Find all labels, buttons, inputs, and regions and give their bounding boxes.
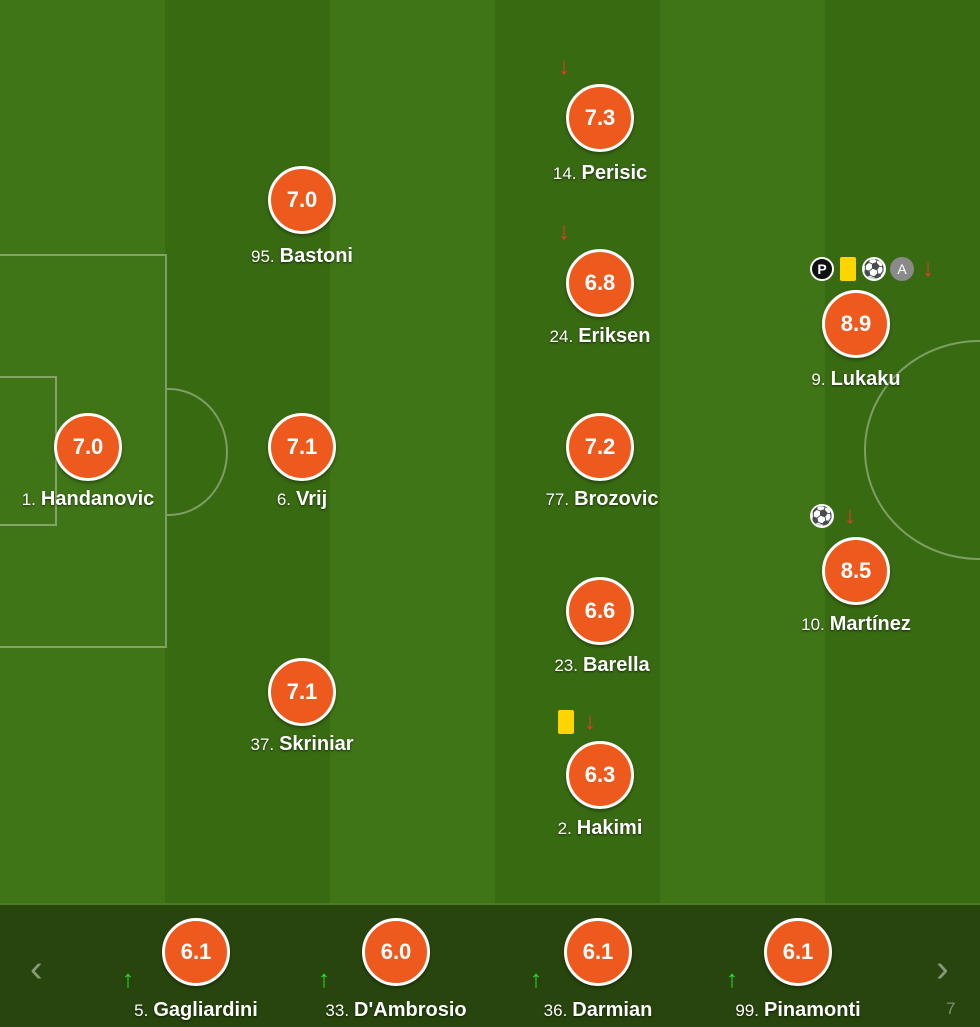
player-name-text: Pinamonti [763, 999, 861, 1021]
player-number: 77. [545, 490, 570, 509]
arrow-down-icon: ↓ [558, 53, 570, 80]
penalty-goal-icon: P [810, 257, 834, 281]
player-events: P ⚽ A ↓ [810, 254, 934, 284]
player-number: 5. [134, 1001, 149, 1020]
player-events: ↓ [558, 217, 570, 247]
player-name: 9.Lukaku [746, 368, 966, 391]
substitutes-bar: ‹ ↑ 6.1 5.Gagliardini ↑ 6.0 33.D'Ambrosi… [0, 903, 980, 1027]
player-name-text: Gagliardini [153, 999, 258, 1021]
player-number: 14. [552, 164, 577, 183]
penalty-area [0, 254, 167, 648]
player-events: ↓ [558, 52, 570, 82]
player-name: 5.Gagliardini [86, 999, 306, 1022]
player-name-text: Perisic [581, 162, 648, 184]
rating-badge: 8.9 [822, 290, 890, 358]
player-number: 10. [801, 615, 825, 634]
player-number: 24. [549, 327, 574, 346]
player-name: 99.Pinamonti [688, 999, 908, 1022]
player-number: 23. [554, 656, 578, 675]
rating-badge: 8.5 [822, 537, 890, 605]
bench-prev-button[interactable]: ‹ [30, 948, 43, 990]
rating-badge: 6.1 [564, 918, 632, 986]
player-name-text: Skriniar [279, 733, 354, 755]
arrow-down-icon: ↓ [922, 255, 934, 282]
player-name-text: Bastoni [279, 245, 353, 267]
player-name: 2.Hakimi [490, 817, 710, 840]
player-name-text: Brozovic [574, 488, 659, 510]
yellow-card-icon [840, 257, 856, 281]
football-icon: ⚽ [862, 257, 886, 281]
player-name-text: Handanovic [40, 488, 155, 510]
player-name: 77.Brozovic [492, 488, 712, 511]
player-number: 33. [325, 1001, 350, 1020]
player-name-text: Eriksen [578, 325, 651, 347]
player-number: 9. [811, 370, 826, 389]
rating-badge: 7.3 [566, 84, 634, 152]
player-name: 10.Martínez [746, 613, 966, 636]
rating-badge: 6.1 [162, 918, 230, 986]
arrow-up-icon: ↑ [726, 966, 738, 993]
rating-badge: 7.0 [268, 166, 336, 234]
player-name: 14.Perisic [490, 162, 710, 185]
rating-badge: 6.3 [566, 741, 634, 809]
arrow-up-icon: ↑ [122, 966, 134, 993]
player-name: 1.Handanovic [0, 488, 198, 511]
rating-badge: 6.0 [362, 918, 430, 986]
rating-badge: 7.0 [54, 413, 122, 481]
player-number: 6. [276, 490, 292, 509]
rating-badge: 6.6 [566, 577, 634, 645]
football-icon: ⚽ [810, 504, 834, 528]
arrow-down-icon: ↓ [844, 502, 856, 529]
player-name-text: Hakimi [576, 817, 643, 839]
arrow-up-icon: ↑ [530, 966, 542, 993]
assist-icon: A [890, 257, 914, 281]
player-name-text: Lukaku [830, 368, 901, 390]
rating-badge: 7.2 [566, 413, 634, 481]
arrow-down-icon: ↓ [584, 708, 596, 735]
rating-badge: 7.1 [268, 413, 336, 481]
player-name: 33.D'Ambrosio [286, 999, 506, 1022]
player-name: 6.Vrij [192, 488, 412, 511]
player-events: ↑ [726, 965, 738, 995]
player-name: 23.Barella [492, 654, 712, 677]
player-name: 24.Eriksen [490, 325, 710, 348]
player-number: 2. [557, 819, 572, 838]
rating-badge: 7.1 [268, 658, 336, 726]
player-name-text: Martínez [829, 613, 911, 635]
bench-next-button[interactable]: › [936, 948, 949, 990]
player-name-text: Vrij [296, 488, 328, 510]
player-number: 95. [251, 247, 275, 266]
player-events: ↑ [530, 965, 542, 995]
player-number: 99. [735, 1001, 759, 1020]
player-events: ↓ [558, 707, 596, 737]
substitute-partial-number: 7 [946, 999, 956, 1018]
player-name-text: D'Ambrosio [354, 999, 467, 1021]
player-name-text: Barella [582, 654, 650, 676]
rating-badge: 6.8 [566, 249, 634, 317]
player-number: 36. [543, 1001, 568, 1020]
player-name: 36.Darmian [488, 999, 708, 1022]
player-events: ↑ [318, 965, 330, 995]
player-name: 95.Bastoni [192, 245, 412, 268]
player-events: ↑ [122, 965, 134, 995]
player-number: 37. [250, 735, 275, 754]
pitch: 7.0 1.Handanovic 7.0 95.Bastoni 7.1 6.Vr… [0, 0, 980, 903]
arrow-down-icon: ↓ [558, 218, 570, 245]
arrow-up-icon: ↑ [318, 966, 330, 993]
player-name: 37.Skriniar [192, 733, 412, 756]
player-number: 1. [21, 490, 36, 509]
player-events: ⚽ ↓ [810, 501, 856, 531]
yellow-card-icon [558, 710, 574, 734]
rating-badge: 6.1 [764, 918, 832, 986]
player-name-text: Darmian [572, 999, 653, 1021]
